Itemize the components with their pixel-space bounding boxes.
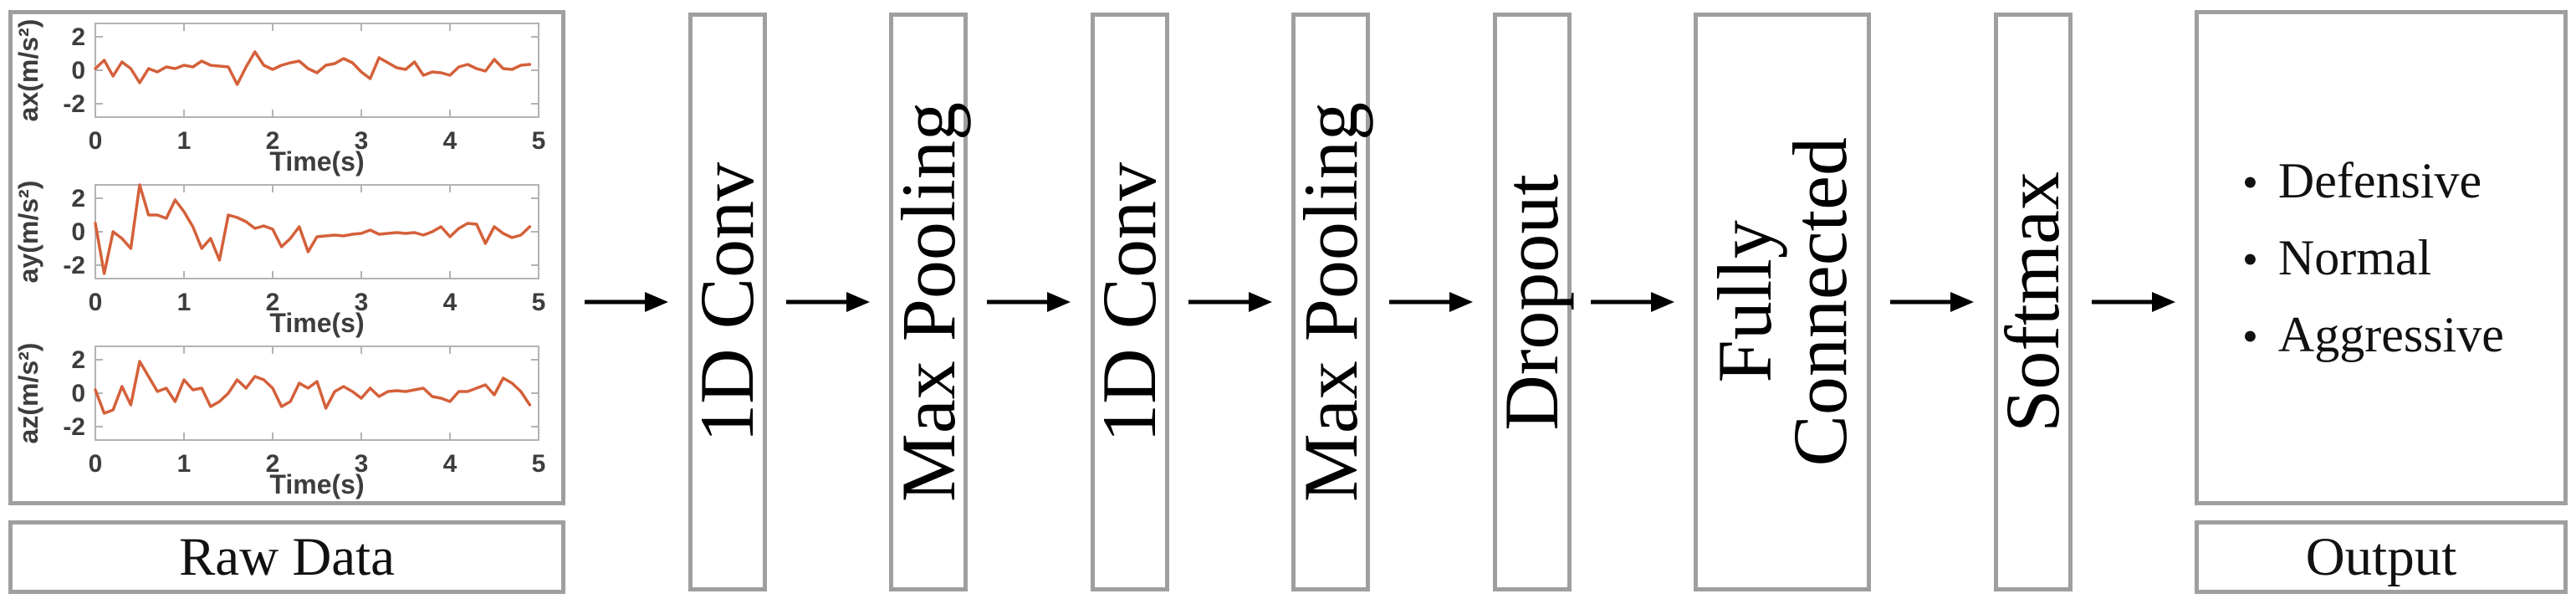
svg-text:2: 2 bbox=[71, 346, 85, 374]
stage-label: Max Pooling bbox=[1287, 102, 1373, 502]
svg-text:5: 5 bbox=[532, 127, 546, 155]
output-class-label: Defensive bbox=[2277, 153, 2482, 208]
svg-text:0: 0 bbox=[89, 450, 103, 478]
output-class-label: Aggressive bbox=[2277, 307, 2504, 362]
bullet-icon: • bbox=[2242, 234, 2258, 284]
svg-text:4: 4 bbox=[443, 289, 457, 316]
svg-text:1: 1 bbox=[177, 289, 192, 316]
svg-text:-2: -2 bbox=[63, 413, 85, 441]
stage-label: Fully Connected bbox=[1701, 137, 1863, 467]
svg-text:1: 1 bbox=[177, 450, 192, 478]
bullet-icon: • bbox=[2242, 311, 2258, 361]
stage-label: Softmax bbox=[1990, 171, 2076, 433]
flow-arrow bbox=[987, 292, 1071, 312]
stage-1d-conv-1: 1D Conv bbox=[684, 13, 770, 591]
output-label: Output bbox=[2305, 526, 2457, 587]
stage-softmax: Softmax bbox=[1990, 13, 2076, 591]
stage-dropout: Dropout bbox=[1489, 13, 1575, 591]
svg-text:Time(s): Time(s) bbox=[269, 146, 364, 177]
raw-data-label-box: Raw Data bbox=[8, 520, 565, 594]
svg-text:4: 4 bbox=[443, 127, 457, 155]
svg-text:2: 2 bbox=[266, 450, 280, 478]
stage-label: Dropout bbox=[1489, 173, 1575, 431]
stage-label: 1D Conv bbox=[1086, 161, 1173, 443]
svg-text:0: 0 bbox=[71, 218, 85, 246]
svg-text:az(m/s²): az(m/s²) bbox=[13, 343, 43, 444]
flow-arrow bbox=[585, 292, 669, 312]
svg-text:3: 3 bbox=[355, 127, 369, 155]
svg-text:Time(s): Time(s) bbox=[269, 308, 364, 338]
raw-data-label: Raw Data bbox=[178, 526, 396, 587]
stage-label: 1D Conv bbox=[684, 161, 770, 443]
svg-text:0: 0 bbox=[89, 289, 103, 316]
svg-text:2: 2 bbox=[266, 127, 280, 155]
flow-arrow bbox=[785, 292, 870, 312]
svg-text:0: 0 bbox=[71, 380, 85, 407]
stage-max-pooling-1: Max Pooling bbox=[885, 13, 971, 591]
stage-label: Max Pooling bbox=[885, 102, 971, 502]
stage-max-pooling-2: Max Pooling bbox=[1287, 13, 1373, 591]
stage-fully-connected: Fully Connected bbox=[1694, 13, 1871, 591]
output-class-normal: • Normal bbox=[2242, 230, 2563, 285]
svg-text:2: 2 bbox=[71, 23, 85, 51]
svg-text:ax(m/s²): ax(m/s²) bbox=[13, 19, 43, 122]
svg-text:-2: -2 bbox=[63, 90, 85, 118]
output-class-defensive: • Defensive bbox=[2242, 153, 2563, 208]
svg-text:ay(m/s²): ay(m/s²) bbox=[13, 181, 43, 284]
svg-text:5: 5 bbox=[532, 289, 546, 316]
svg-text:3: 3 bbox=[355, 450, 369, 478]
stage-1d-conv-2: 1D Conv bbox=[1086, 13, 1173, 591]
svg-text:3: 3 bbox=[355, 289, 369, 316]
svg-text:1: 1 bbox=[177, 127, 192, 155]
svg-text:5: 5 bbox=[532, 450, 546, 478]
flow-arrow bbox=[2091, 292, 2175, 312]
output-column: • Defensive • Normal • Aggressive Output bbox=[2195, 10, 2568, 594]
svg-text:2: 2 bbox=[71, 185, 85, 212]
svg-text:2: 2 bbox=[266, 289, 280, 316]
svg-text:4: 4 bbox=[443, 450, 457, 478]
output-class-label: Normal bbox=[2277, 230, 2432, 285]
svg-text:0: 0 bbox=[89, 127, 103, 155]
flow-arrow bbox=[1890, 292, 1975, 312]
bullet-icon: • bbox=[2242, 157, 2258, 207]
flow-arrow bbox=[1188, 292, 1272, 312]
flow-arrow bbox=[1590, 292, 1674, 312]
output-label-box: Output bbox=[2195, 520, 2568, 594]
svg-text:-2: -2 bbox=[63, 252, 85, 279]
flow-arrow bbox=[1389, 292, 1474, 312]
output-classes-panel: • Defensive • Normal • Aggressive bbox=[2195, 10, 2568, 505]
svg-text:Time(s): Time(s) bbox=[269, 469, 364, 499]
svg-text:0: 0 bbox=[71, 57, 85, 84]
output-class-aggressive: • Aggressive bbox=[2242, 307, 2563, 362]
